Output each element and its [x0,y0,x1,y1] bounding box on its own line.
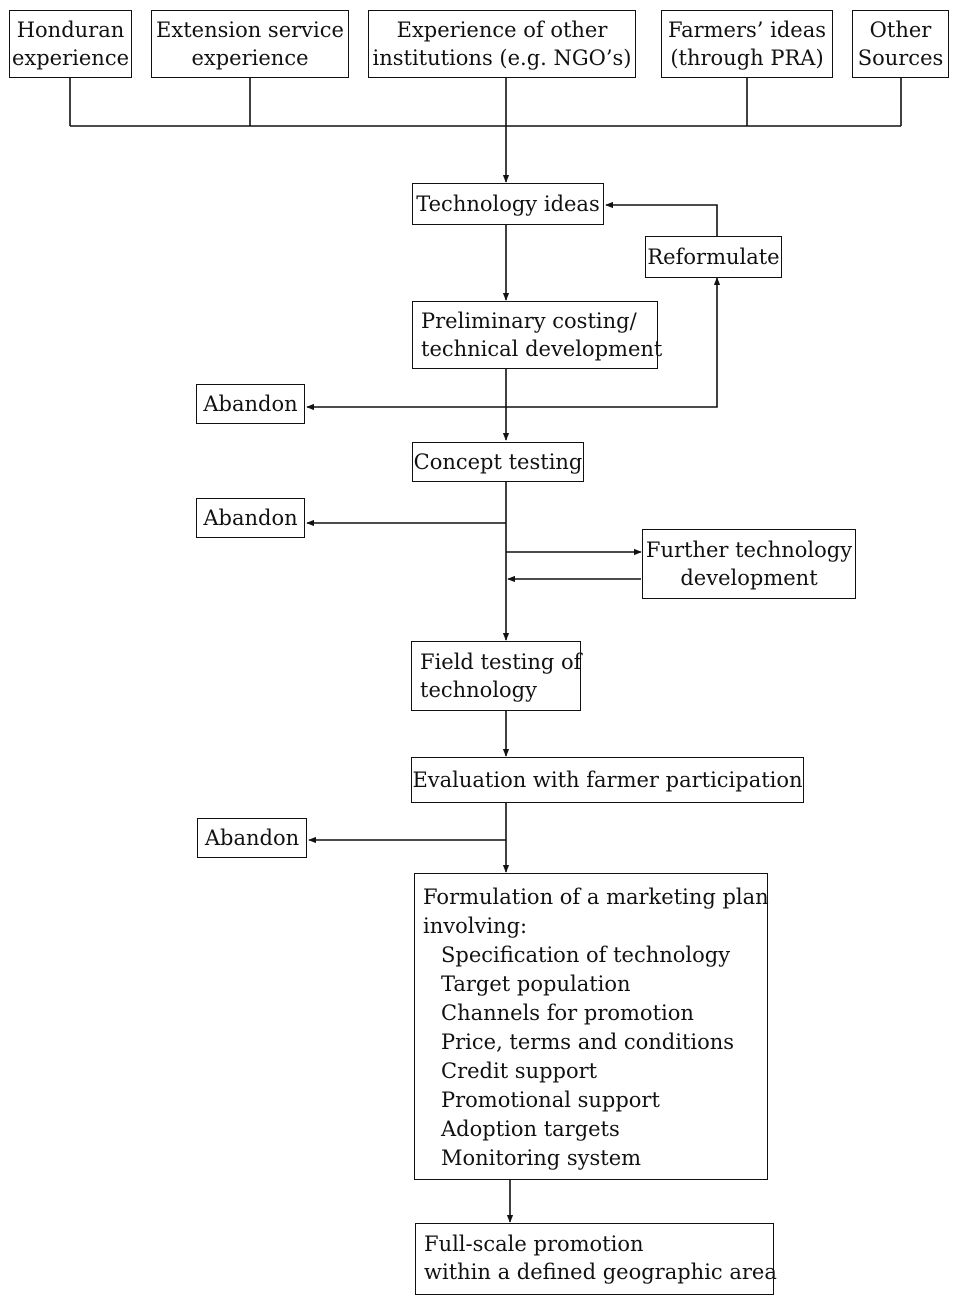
source-other-line-2: Sources [857,46,944,70]
node-full-scale-promotion: Full-scale promotion within a defined ge… [415,1223,777,1295]
source-honduran-experience: Honduran experience [9,10,132,78]
marketing-plan-item: Channels for promotion [441,1001,694,1025]
node-marketing-plan: Formulation of a marketing plan involvin… [414,873,769,1180]
node-evaluation-label: Evaluation with farmer participation [412,768,803,792]
source-extension-line-2: experience [191,46,309,70]
node-further-technology-development: Further technology development [642,529,856,599]
arrow-to-reformulate [506,277,721,408]
node-preliminary-costing: Preliminary costing/ technical developme… [412,301,663,369]
node-further-line-1: Further technology [645,538,853,562]
source-honduran-line-2: experience [11,46,130,70]
marketing-plan-item: Monitoring system [441,1146,642,1170]
marketing-plan-item: Adoption targets [441,1117,620,1141]
source-extension-line-1: Extension service [156,18,344,42]
node-abandon-3-label: Abandon [204,826,300,850]
source-honduran-line-1: Honduran [16,18,125,42]
node-abandon-3: Abandon [197,818,307,858]
source-institutions-line-2: institutions (e.g. NGO’s) [372,46,632,70]
source-other-institutions: Experience of other institutions (e.g. N… [368,10,636,78]
node-abandon-1: Abandon [196,384,305,424]
node-full-scale-line-1: Full-scale promotion [424,1232,644,1256]
marketing-plan-heading-1: Formulation of a marketing plan [423,885,769,909]
node-abandon-1-label: Abandon [203,392,298,416]
source-other-line-1: Other [869,18,932,42]
node-full-scale-line-2: within a defined geographic area [424,1260,777,1284]
marketing-plan-item: Target population [441,972,631,996]
node-evaluation: Evaluation with farmer participation [411,757,804,803]
node-preliminary-line-1: Preliminary costing/ [421,309,637,333]
marketing-plan-heading-2: involving: [423,914,528,938]
marketing-plan-item: Credit support [441,1059,598,1083]
source-farmers-ideas: Farmers’ ideas (through PRA) [661,10,833,78]
node-field-testing-line-1: Field testing of [420,650,582,674]
source-extension-service-experience: Extension service experience [151,10,349,78]
node-abandon-2-label: Abandon [203,506,298,530]
node-technology-ideas-label: Technology ideas [416,192,600,216]
arrow-reformulate-to-ideas [605,201,718,236]
node-concept-testing-label: Concept testing [413,450,583,474]
node-preliminary-line-2: technical development [421,337,663,361]
source-other-sources: Other Sources [852,10,949,78]
node-concept-testing: Concept testing [412,442,584,482]
node-reformulate-label: Reformulate [647,245,780,269]
node-abandon-2: Abandon [196,498,305,538]
node-field-testing-line-2: technology [420,678,537,702]
marketing-plan-item: Price, terms and conditions [441,1030,735,1054]
marketing-plan-item: Promotional support [441,1088,660,1112]
source-institutions-line-1: Experience of other [396,18,608,42]
source-farmers-line-1: Farmers’ ideas [667,18,827,42]
node-further-line-2: development [680,566,818,590]
source-farmers-line-2: (through PRA) [670,46,824,70]
node-technology-ideas: Technology ideas [412,183,604,225]
marketing-plan-item: Specification of technology [441,943,731,967]
node-reformulate: Reformulate [645,236,782,278]
node-field-testing: Field testing of technology [411,641,581,711]
